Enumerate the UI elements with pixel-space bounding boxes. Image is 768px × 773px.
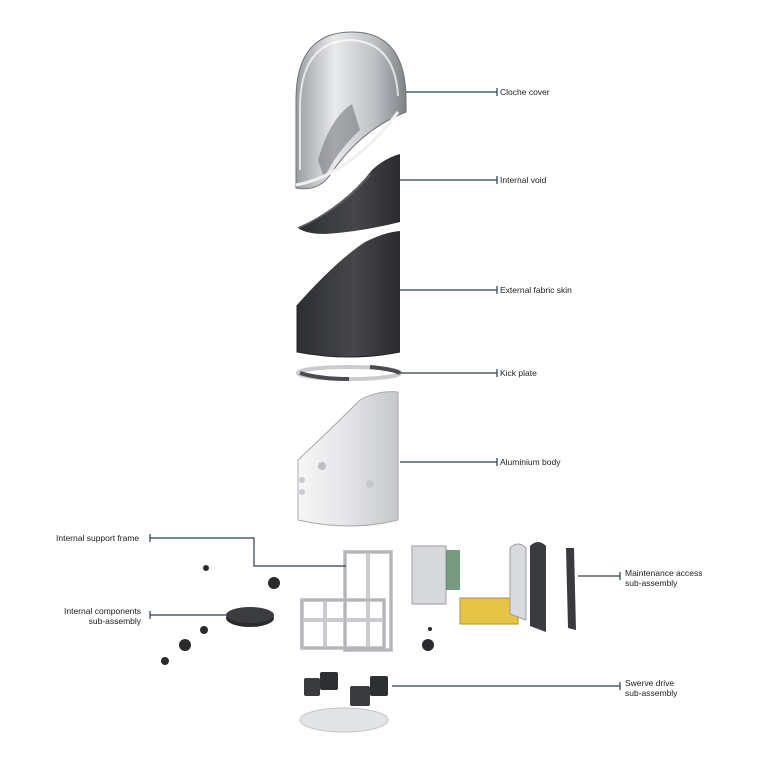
internal-components-part <box>161 565 434 665</box>
label-internal-support-frame: Internal support frame <box>56 533 140 543</box>
maintenance-access-part <box>411 542 576 632</box>
aluminium-body-part <box>297 391 399 527</box>
label-kick-plate: Kick plate <box>500 368 537 378</box>
label-aluminium-body: Aluminium body <box>500 457 561 467</box>
leader-internal-support-frame <box>150 537 346 567</box>
label-cloche-cover: Cloche cover <box>500 87 550 97</box>
cloche-cover-part <box>295 31 407 190</box>
internal-support-frame-part <box>300 550 393 652</box>
kick-plate-part <box>296 365 402 381</box>
external-fabric-skin-part <box>296 231 401 358</box>
internal-void-part <box>297 154 400 234</box>
label-external-fabric-skin: External fabric skin <box>500 285 572 295</box>
swerve-drive-part <box>299 672 389 733</box>
label-internal-void: Internal void <box>500 175 547 185</box>
